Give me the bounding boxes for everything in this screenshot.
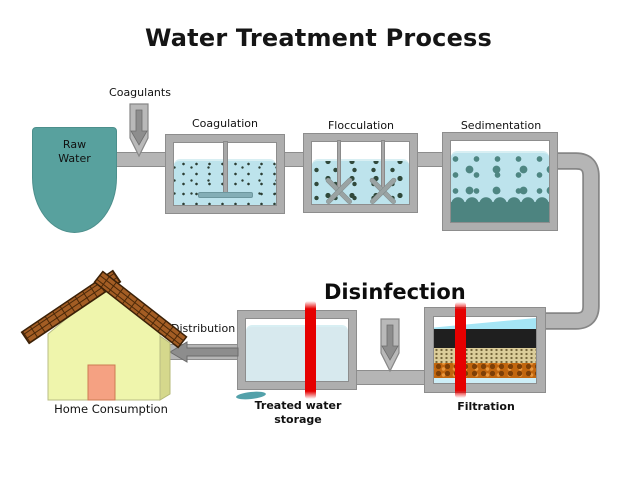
roof-right-band	[95, 272, 186, 347]
sand-layer	[434, 348, 536, 363]
pipe-flocculation-to-sedimentation	[413, 152, 447, 167]
stirrer-paddle	[198, 192, 253, 198]
home-consumption-label: Home Consumption	[54, 402, 168, 416]
filtration-label: Filtration	[457, 400, 515, 413]
sedimentation-label: Sedimentation	[460, 119, 542, 132]
coagulation-tank	[166, 135, 284, 213]
filtered-water-layer	[434, 378, 536, 383]
stirrer-rod	[223, 141, 228, 198]
distribution-label: Distribution	[171, 322, 236, 335]
storage-red-bar	[305, 301, 316, 399]
carbon-layer	[434, 329, 536, 348]
coagulation-label: Coagulation	[192, 117, 258, 130]
treated-water-storage-tank	[238, 311, 356, 389]
disinfection-down-arrow-icon	[380, 318, 400, 373]
pipe-bend-sedimentation-to-filtration	[538, 152, 600, 330]
flocculation-tank	[304, 134, 417, 212]
house-illustration	[20, 269, 188, 401]
settled-sludge-bumps	[451, 194, 549, 204]
house-side-wall	[159, 335, 171, 401]
inflow-water-wedge	[434, 317, 536, 329]
disinfection-label: Disinfection	[324, 280, 466, 304]
treated-water	[246, 325, 348, 381]
coagulants-label: Coagulants	[109, 86, 171, 99]
house-door	[87, 364, 116, 401]
raw-water-label: Raw Water	[58, 138, 91, 165]
filter-media-stack	[434, 317, 536, 383]
treated-water-storage-label: Treated water storage	[254, 399, 342, 426]
roof-left-band	[22, 271, 120, 343]
settled-sludge-layer	[451, 202, 549, 222]
gravel-layer	[434, 363, 536, 378]
filtration-tank	[425, 308, 545, 392]
distribution-left-arrow-icon	[169, 341, 239, 363]
filtration-red-bar	[455, 302, 466, 398]
page-title: Water Treatment Process	[144, 24, 493, 52]
flocculation-label: Flocculation	[327, 119, 395, 132]
coagulants-down-arrow-icon	[129, 103, 149, 158]
sedimentation-tank	[443, 133, 557, 230]
raw-water-source: Raw Water	[32, 127, 117, 233]
